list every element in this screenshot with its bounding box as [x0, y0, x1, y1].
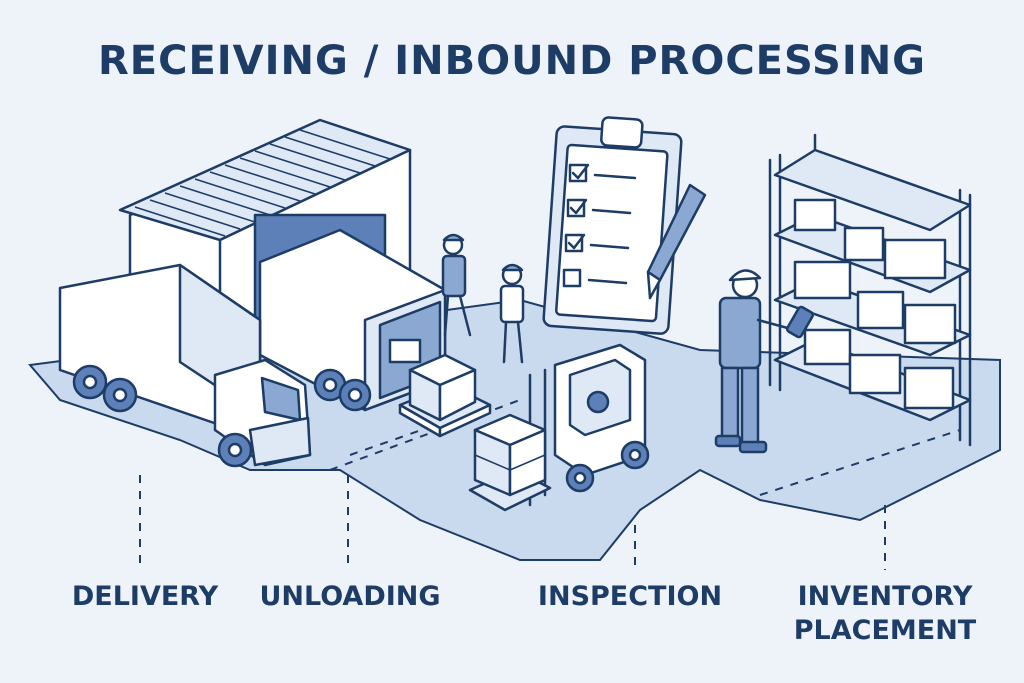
- worker-icon: [441, 233, 472, 337]
- stage-label-inspection: INSPECTION: [530, 580, 730, 614]
- box-icon: [793, 198, 957, 410]
- page-title: RECEIVING / INBOUND PROCESSING: [97, 38, 927, 84]
- trailer-icon: [258, 228, 447, 412]
- shelving-icon: [768, 133, 972, 447]
- stage-label-line: PLACEMENT: [793, 615, 977, 646]
- truck-icon: [58, 263, 312, 468]
- stage-label-unloading: UNLOADING: [255, 580, 445, 614]
- stage-label-line: INVENTORY: [797, 581, 973, 612]
- clipboard-checklist-icon: [542, 116, 707, 335]
- barcode-scanner-icon: [785, 305, 815, 339]
- worker-icon: [499, 263, 525, 364]
- stage-label-inventory-placement: INVENTORY PLACEMENT: [770, 580, 1000, 648]
- forklift-icon: [468, 343, 650, 512]
- pen-icon: [646, 183, 707, 300]
- box-icon: [408, 353, 477, 422]
- stage-label-delivery: DELIVERY: [60, 580, 230, 614]
- worker-icon: [714, 269, 815, 454]
- stage-label-line: INSPECTION: [537, 581, 723, 612]
- stage-label-line: DELIVERY: [71, 581, 219, 612]
- checkbox-icon: [562, 163, 637, 288]
- pallet-icon: [398, 353, 492, 438]
- stage-label-line: UNLOADING: [259, 581, 441, 612]
- box-icon: [473, 413, 547, 497]
